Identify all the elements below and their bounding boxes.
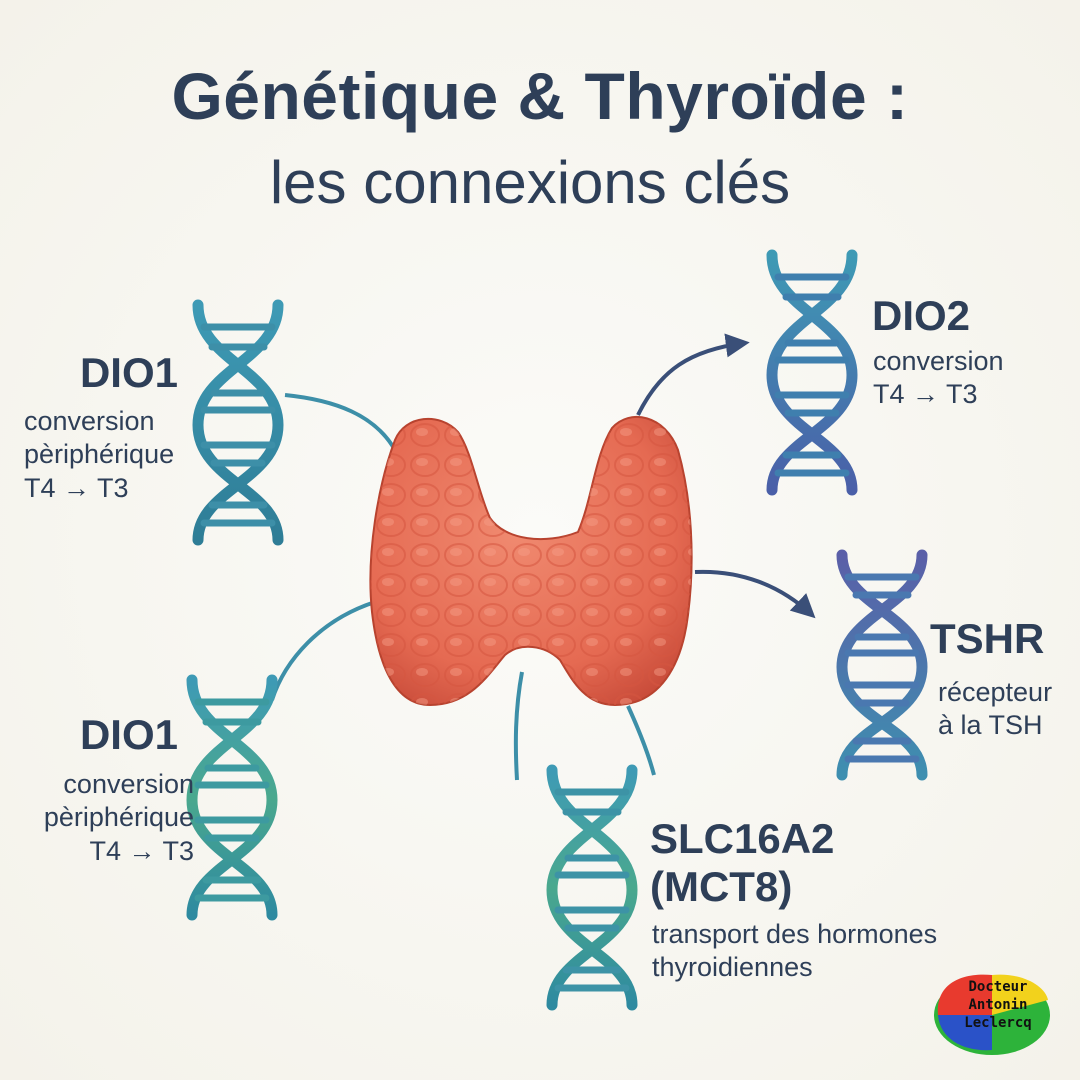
logo	[934, 974, 1050, 1055]
gene-name-dio1-bottom: DIO1	[79, 711, 178, 758]
arrow-tshr	[694, 569, 816, 619]
connector-slc-a	[513, 671, 524, 781]
connector-lines	[270, 333, 816, 781]
connector-slc-b	[626, 705, 656, 776]
gene-desc-tshr: récepteur à la TSH	[938, 677, 1053, 741]
page-title: Génétique & Thyroïde :	[171, 59, 909, 133]
gene-desc-slc16a2: transport des hormones thyroidiennes	[652, 919, 938, 983]
thyroid-gland-icon	[369, 416, 693, 707]
gene-name-dio2: DIO2	[872, 292, 971, 339]
gene-name-dio1-top: DIO1	[79, 349, 178, 396]
gene-desc-dio2: conversion T4 → T3	[873, 346, 1004, 410]
gene-name-slc16a2: SLC16A2 (MCT8)	[650, 815, 835, 911]
dna-helix-icon	[836, 549, 928, 781]
gene-name-tshr: TSHR	[930, 615, 1045, 662]
gene-desc-dio1-top: conversion pèriphérique T4 → T3	[24, 406, 175, 503]
logo-text: Docteur Antonin Leclercq	[964, 979, 1032, 1032]
dna-helix-icon	[186, 674, 278, 921]
connector-dio1-top	[284, 393, 397, 451]
gene-desc-dio1-bottom: conversion pèriphérique T4 → T3	[43, 769, 194, 866]
arrow-dio2	[636, 333, 750, 416]
connector-dio1-bottom	[270, 600, 376, 701]
dna-helix-icon	[192, 299, 284, 546]
dna-helix-icon	[546, 764, 638, 1011]
page-subtitle: les connexions clés	[269, 149, 791, 216]
dna-helix-icon	[766, 249, 858, 496]
